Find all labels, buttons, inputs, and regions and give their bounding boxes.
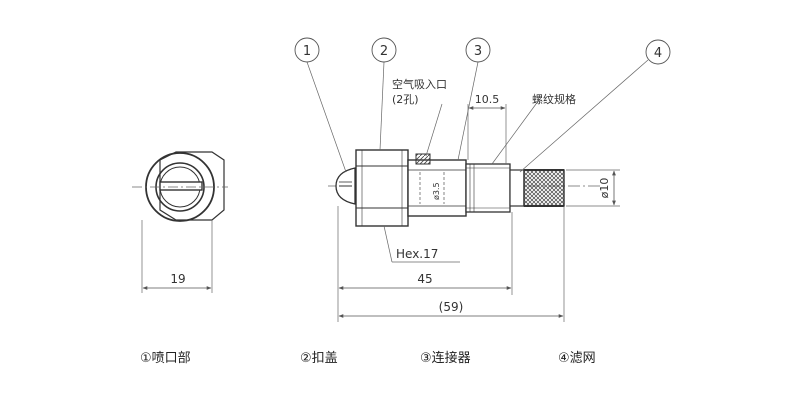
callout-1: 1 bbox=[294, 37, 320, 63]
callout-2: 2 bbox=[371, 37, 397, 63]
inner-diameter-label: ø3.5 bbox=[432, 182, 441, 200]
dim-d10: ø10 bbox=[598, 178, 611, 199]
callout-4-number: 4 bbox=[654, 46, 662, 61]
legend-item-nozzle: ①喷口部 bbox=[140, 351, 191, 366]
hex-label: Hex.17 bbox=[396, 247, 438, 261]
callout-3: 3 bbox=[465, 37, 491, 63]
dimension-lines bbox=[337, 104, 620, 322]
callout-1-number: 1 bbox=[303, 44, 311, 59]
callout-3-number: 3 bbox=[474, 44, 482, 59]
end-view bbox=[132, 151, 228, 293]
dim-59: (59) bbox=[439, 300, 464, 314]
air-inlet-label: 空气吸入口 bbox=[392, 77, 447, 91]
air-inlet-note: (2孔) bbox=[392, 93, 419, 106]
callout-4: 4 bbox=[645, 39, 671, 65]
leader-lines bbox=[306, 59, 649, 263]
callout-2-number: 2 bbox=[380, 44, 388, 59]
thread-spec-label: 螺纹规格 bbox=[532, 92, 576, 106]
side-view bbox=[328, 149, 600, 227]
legend-item-cap: ②扣盖 bbox=[300, 351, 338, 366]
dim-45: 45 bbox=[417, 272, 432, 286]
dim-19: 19 bbox=[170, 272, 185, 286]
legend-item-connector: ③连接器 bbox=[420, 351, 471, 366]
dim-10-5: 10.5 bbox=[475, 93, 500, 106]
legend-item-strainer: ④滤网 bbox=[558, 351, 596, 366]
